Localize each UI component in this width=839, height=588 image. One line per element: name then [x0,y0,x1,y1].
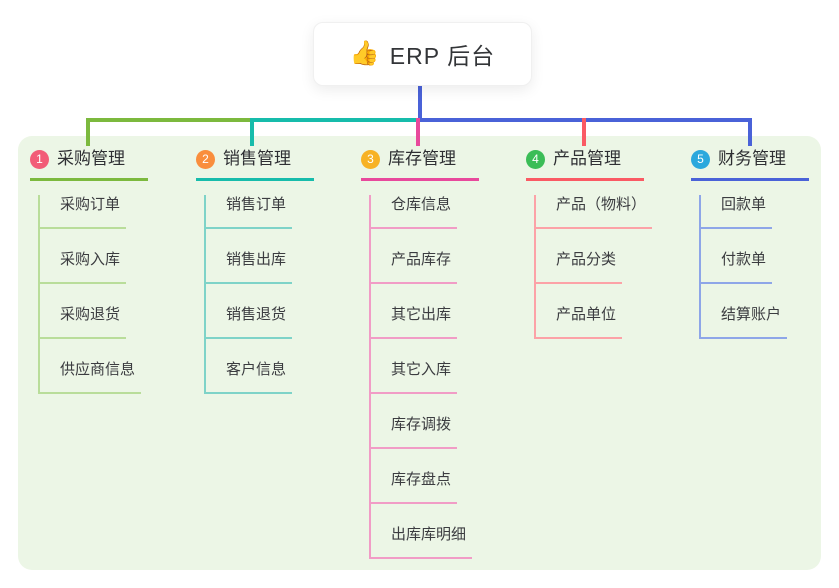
branch-drop-line-5 [748,118,752,146]
mindmap-node-item[interactable]: 其它入库 [371,360,458,394]
branch-title-3[interactable]: 3 库存管理 [361,146,479,181]
branch-title-label: 产品管理 [553,149,621,168]
branch-number-badge-icon: 3 [361,149,380,169]
mindmap-node-item[interactable]: 销售退货 [206,305,293,339]
mindmap-node-item[interactable]: 采购入库 [40,250,127,284]
branch-4: 4 产品管理产品（物料） 产品分类产品单位 [526,146,686,339]
branch-drop-line-1 [86,118,90,146]
branch-1: 1 采购管理采购订单采购入库采购退货供应商信息 [30,146,190,394]
branch-number-badge-icon: 2 [196,149,215,169]
branch-number-badge-icon: 5 [691,149,710,169]
branch-items-list: 仓库信息产品库存其它出库其它入库库存调拨库存盘点出库库明细 [369,195,521,559]
branch-number-badge-icon: 1 [30,149,49,169]
mindmap-node-item[interactable]: 产品单位 [536,305,623,339]
branch-drop-line-4 [582,118,586,146]
branch-drop-line-2 [250,118,254,146]
mindmap-node-item[interactable]: 产品分类 [536,250,623,284]
branches-background-panel [18,136,821,570]
branch-drop-line-3 [416,118,420,146]
mindmap-node-item[interactable]: 库存调拨 [371,415,458,449]
thumbs-up-icon: 👍 [349,40,380,67]
mindmap-node-item[interactable]: 采购退货 [40,305,127,339]
branch-title-label: 财务管理 [718,149,786,168]
branch-items-list: 销售订单销售出库销售退货客户信息 [204,195,356,394]
mindmap-node-item[interactable]: 仓库信息 [371,195,458,229]
root-connector-line [418,84,422,122]
mindmap-node-item[interactable]: 库存盘点 [371,470,458,504]
mindmap-node-item[interactable]: 其它出库 [371,305,458,339]
root-node-erp[interactable]: 👍 ERP 后台 [313,22,532,86]
mindmap-node-item[interactable]: 结算账户 [701,305,788,339]
mindmap-node-item[interactable]: 销售订单 [206,195,293,229]
branch-5: 5 财务管理回款单付款单结算账户 [691,146,839,339]
branch-title-label: 销售管理 [223,149,291,168]
mindmap-node-item[interactable]: 回款单 [701,195,773,229]
trunk-segment-green [86,118,254,122]
branch-title-4[interactable]: 4 产品管理 [526,146,644,181]
mindmap-node-item[interactable]: 销售出库 [206,250,293,284]
branch-items-list: 回款单付款单结算账户 [699,195,839,339]
branch-items-list: 采购订单采购入库采购退货供应商信息 [38,195,190,394]
mindmap-node-item[interactable]: 产品（物料） [536,195,653,229]
mindmap-node-item[interactable]: 出库库明细 [371,525,473,559]
branch-title-5[interactable]: 5 财务管理 [691,146,809,181]
root-node-label: ERP 后台 [389,43,496,69]
trunk-segment-teal [250,118,420,122]
branch-title-label: 库存管理 [388,149,456,168]
branch-title-2[interactable]: 2 销售管理 [196,146,314,181]
mindmap-node-item[interactable]: 产品库存 [371,250,458,284]
mindmap-node-item[interactable]: 采购订单 [40,195,127,229]
mindmap-node-item[interactable]: 供应商信息 [40,360,142,394]
branch-3: 3 库存管理仓库信息产品库存其它出库其它入库库存调拨库存盘点出库库明细 [361,146,521,559]
mindmap-node-item[interactable]: 客户信息 [206,360,293,394]
branch-number-badge-icon: 4 [526,149,545,169]
branch-title-label: 采购管理 [57,149,125,168]
mindmap-node-item[interactable]: 付款单 [701,250,773,284]
branch-items-list: 产品（物料） 产品分类产品单位 [534,195,686,339]
branch-title-1[interactable]: 1 采购管理 [30,146,148,181]
branch-2: 2 销售管理销售订单销售出库销售退货客户信息 [196,146,356,394]
